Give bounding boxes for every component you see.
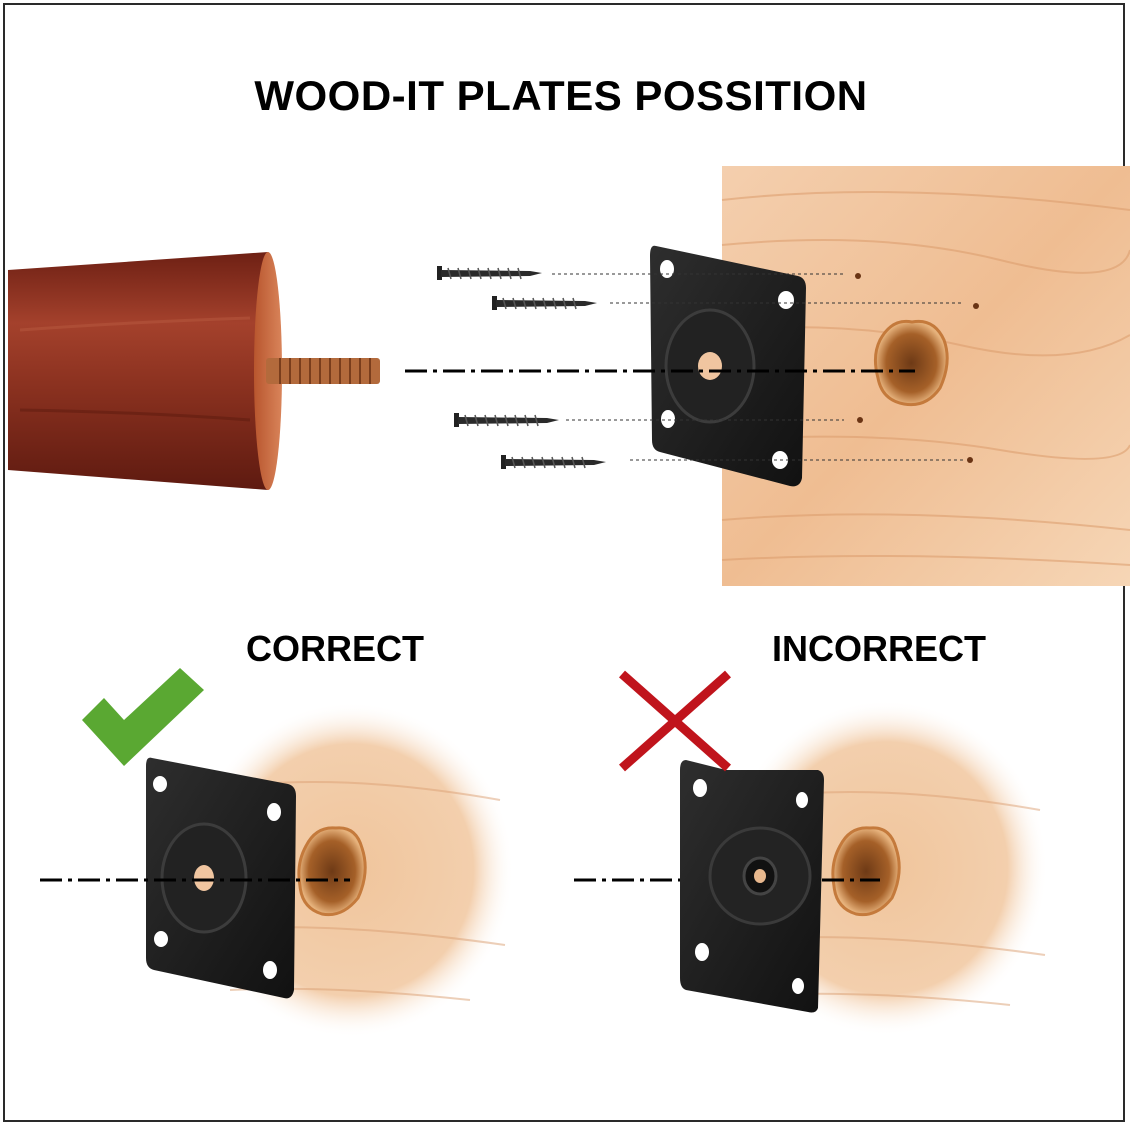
screw-1 (437, 266, 542, 280)
mounting-plate (650, 246, 806, 487)
cross-mark-icon (622, 674, 728, 768)
correct-example (40, 702, 514, 1038)
screw-4 (501, 455, 606, 469)
screw-2 (492, 296, 597, 310)
threaded-bolt (266, 358, 380, 384)
screw-3 (454, 413, 559, 427)
check-mark-icon (82, 668, 204, 766)
correct-label: CORRECT (246, 628, 424, 670)
wooden-leg (8, 252, 282, 490)
incorrect-label: INCORRECT (772, 628, 986, 670)
page-title: WOOD-IT PLATES POSSITION (0, 72, 1126, 120)
